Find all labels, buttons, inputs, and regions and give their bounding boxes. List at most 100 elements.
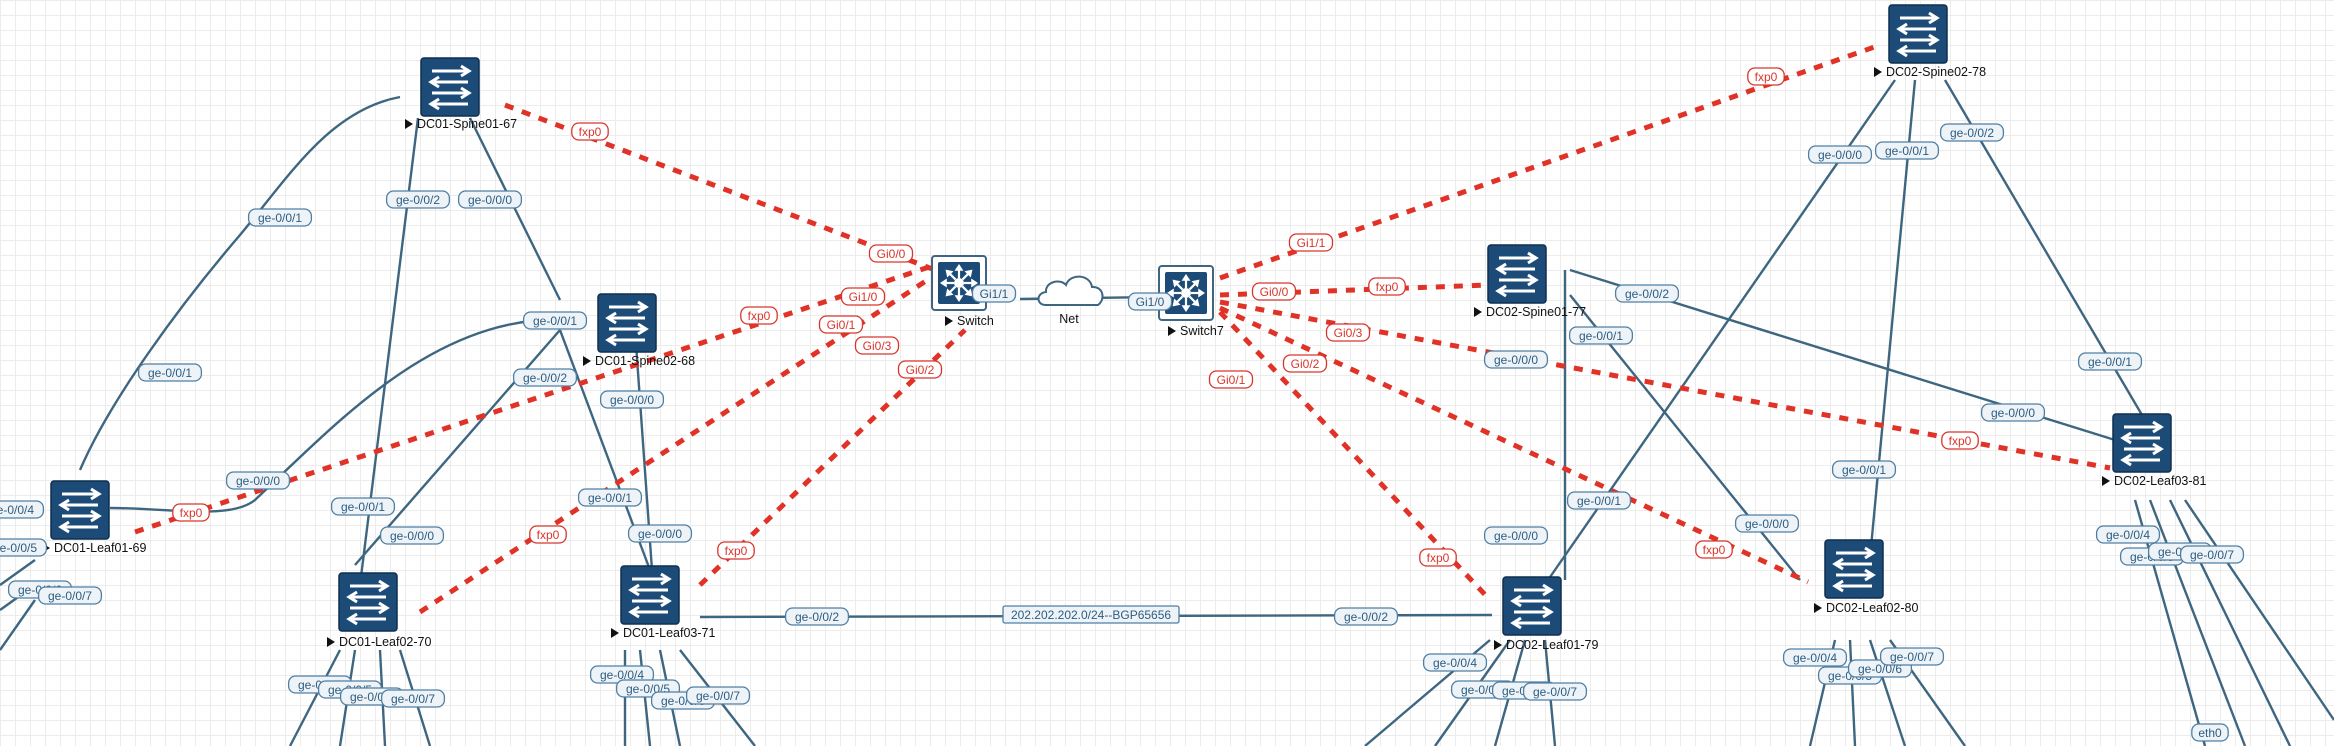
device-dc02-leaf03[interactable]: DC02-Leaf03-81 <box>2102 413 2206 488</box>
data-port-label[interactable]: Gi1/1 <box>971 284 1017 303</box>
data-port-label[interactable]: ge-0/0/0 <box>457 190 523 209</box>
data-port-label[interactable]: ge-0/0/7 <box>2179 545 2245 564</box>
data-port-label[interactable]: ge-0/0/2 <box>784 607 850 626</box>
device-dc02-spine01[interactable]: DC02-Spine01-77 <box>1474 244 1586 319</box>
device-name: DC01-Leaf03-71 <box>623 626 715 640</box>
data-port-label-text: ge-0/0/1 <box>2088 355 2132 369</box>
mgmt-port-label[interactable]: Gi1/0 <box>840 287 886 306</box>
data-port-label[interactable]: ge-0/0/2 <box>385 190 451 209</box>
mgmt-port-label[interactable]: Gi0/1 <box>1208 370 1254 389</box>
data-port-label-text: ge-0/0/0 <box>468 193 512 207</box>
device-dc01-spine02[interactable]: DC01-Spine02-68 <box>583 293 695 368</box>
data-port-label[interactable]: ge-0/0/4 <box>0 500 45 519</box>
data-port-label-text: Gi1/0 <box>1136 295 1165 309</box>
data-port-label[interactable]: ge-0/0/0 <box>1483 350 1549 369</box>
router-icon <box>420 57 480 117</box>
data-port-label[interactable]: ge-0/0/0 <box>1980 403 2046 422</box>
mgmt-port-label[interactable]: fxp0 <box>740 306 778 325</box>
data-port-label[interactable]: ge-0/0/7 <box>685 686 751 705</box>
data-port-label[interactable]: ge-0/0/1 <box>1874 141 1940 160</box>
data-port-label[interactable]: ge-0/0/4 <box>2095 525 2161 544</box>
device-dc01-leaf01[interactable]: DC01-Leaf01-69 <box>42 480 146 555</box>
data-port-label[interactable]: ge-0/0/0 <box>225 471 291 490</box>
mgmt-port-label[interactable]: fxp0 <box>1419 548 1457 567</box>
data-port-label[interactable]: ge-0/0/4 <box>1782 648 1848 667</box>
device-dc01-leaf03[interactable]: DC01-Leaf03-71 <box>611 565 715 640</box>
device-name: DC02-Leaf03-81 <box>2114 474 2206 488</box>
mgmt-port-label-text: Gi0/2 <box>1291 357 1320 371</box>
data-port-label[interactable]: ge-0/0/1 <box>330 497 396 516</box>
data-port-label[interactable]: ge-0/0/5 <box>0 538 48 557</box>
data-port-label[interactable]: ge-0/0/2 <box>1333 607 1399 626</box>
expand-triangle-icon[interactable] <box>1814 603 1822 613</box>
expand-triangle-icon[interactable] <box>1874 67 1882 77</box>
data-port-label[interactable]: ge-0/0/2 <box>512 368 578 387</box>
expand-triangle-icon[interactable] <box>1494 640 1502 650</box>
mgmt-port-label[interactable]: fxp0 <box>1368 277 1406 296</box>
data-port-label[interactable]: ge-0/0/0 <box>379 526 445 545</box>
mgmt-port-label[interactable]: Gi0/0 <box>868 244 914 263</box>
device-switch7[interactable]: Switch7 <box>1158 265 1224 338</box>
data-port-label-text: eth0 <box>2198 726 2222 740</box>
data-port-label-text: ge-0/0/0 <box>1494 353 1538 367</box>
expand-triangle-icon[interactable] <box>611 628 619 638</box>
mgmt-port-label-text: Gi0/0 <box>1260 285 1289 299</box>
expand-triangle-icon[interactable] <box>1474 307 1482 317</box>
data-port-label[interactable]: ge-0/0/1 <box>522 311 588 330</box>
data-port-label[interactable]: ge-0/0/1 <box>247 208 313 227</box>
data-port-label[interactable]: ge-0/0/0 <box>1483 526 1549 545</box>
data-port-label[interactable]: ge-0/0/7 <box>37 586 103 605</box>
mgmt-port-label[interactable]: fxp0 <box>172 503 210 522</box>
device-dc02-spine02[interactable]: DC02-Spine02-78 <box>1874 4 1986 79</box>
device-dc02-leaf02[interactable]: DC02-Leaf02-80 <box>1814 539 1918 615</box>
data-port-label[interactable]: ge-0/0/1 <box>2077 352 2143 371</box>
mgmt-port-label[interactable]: Gi0/2 <box>1282 354 1328 373</box>
data-link <box>2184 499 2334 721</box>
mgmt-port-label[interactable]: Gi0/1 <box>818 315 864 334</box>
data-port-label[interactable]: ge-0/0/1 <box>1568 326 1634 345</box>
data-port-label[interactable]: ge-0/0/2 <box>1939 123 2005 142</box>
mgmt-port-label[interactable]: fxp0 <box>571 122 609 141</box>
mgmt-port-label[interactable]: Gi0/3 <box>1325 323 1371 342</box>
mgmt-port-label[interactable]: Gi1/1 <box>1288 233 1334 252</box>
mgmt-port-label[interactable]: Gi0/2 <box>897 360 943 379</box>
data-port-label[interactable]: ge-0/0/1 <box>1831 460 1897 479</box>
device-dc01-leaf02[interactable]: DC01-Leaf02-70 <box>327 572 431 649</box>
data-port-label[interactable]: ge-0/0/7 <box>1879 647 1945 666</box>
data-port-label[interactable]: ge-0/0/0 <box>1807 145 1873 164</box>
mgmt-port-label[interactable]: Gi0/0 <box>1251 282 1297 301</box>
data-port-label[interactable]: ge-0/0/1 <box>577 488 643 507</box>
expand-triangle-icon[interactable] <box>405 119 413 129</box>
data-port-label[interactable]: ge-0/0/0 <box>627 524 693 543</box>
data-port-label[interactable]: ge-0/0/1 <box>1566 491 1632 510</box>
mgmt-port-label[interactable]: fxp0 <box>717 541 755 560</box>
expand-triangle-icon[interactable] <box>1168 326 1176 336</box>
expand-triangle-icon[interactable] <box>2102 476 2110 486</box>
mgmt-port-label[interactable]: fxp0 <box>529 525 567 544</box>
data-port-label[interactable]: ge-0/0/2 <box>1614 284 1680 303</box>
data-port-label-text: ge-0/0/2 <box>1344 610 1388 624</box>
data-port-label[interactable]: Gi1/0 <box>1127 292 1173 311</box>
mgmt-port-label[interactable]: Gi0/3 <box>854 336 900 355</box>
device-name: Switch <box>957 314 994 328</box>
expand-triangle-icon[interactable] <box>583 356 591 366</box>
data-port-label[interactable]: ge-0/0/0 <box>1734 514 1800 533</box>
data-port-label[interactable]: ge-0/0/1 <box>137 363 203 382</box>
device-dc02-leaf01[interactable]: DC02-Leaf01-79 <box>1494 576 1598 652</box>
expand-triangle-icon[interactable] <box>945 316 953 326</box>
network-label[interactable]: 202.202.202.0/24--BGP65656 <box>1002 605 1180 624</box>
mgmt-port-label[interactable]: fxp0 <box>1747 67 1785 86</box>
mgmt-port-label[interactable]: fxp0 <box>1695 540 1733 559</box>
data-port-label[interactable]: ge-0/0/7 <box>380 689 446 708</box>
arrows-icon <box>1896 11 1940 58</box>
net-cloud[interactable]: Net <box>1037 275 1104 326</box>
mgmt-port-label[interactable]: fxp0 <box>1941 431 1979 450</box>
data-port-label[interactable]: ge-0/0/0 <box>599 390 665 409</box>
expand-triangle-icon[interactable] <box>327 637 335 647</box>
data-port-label[interactable]: ge-0/0/7 <box>1522 682 1588 701</box>
data-port-label[interactable]: eth0 <box>2191 723 2229 742</box>
data-port-label[interactable]: ge-0/0/4 <box>1422 653 1488 672</box>
device-dc01-spine01[interactable]: DC01-Spine01-67 <box>405 57 517 131</box>
data-port-label[interactable]: ge-0/0/4 <box>589 665 655 684</box>
